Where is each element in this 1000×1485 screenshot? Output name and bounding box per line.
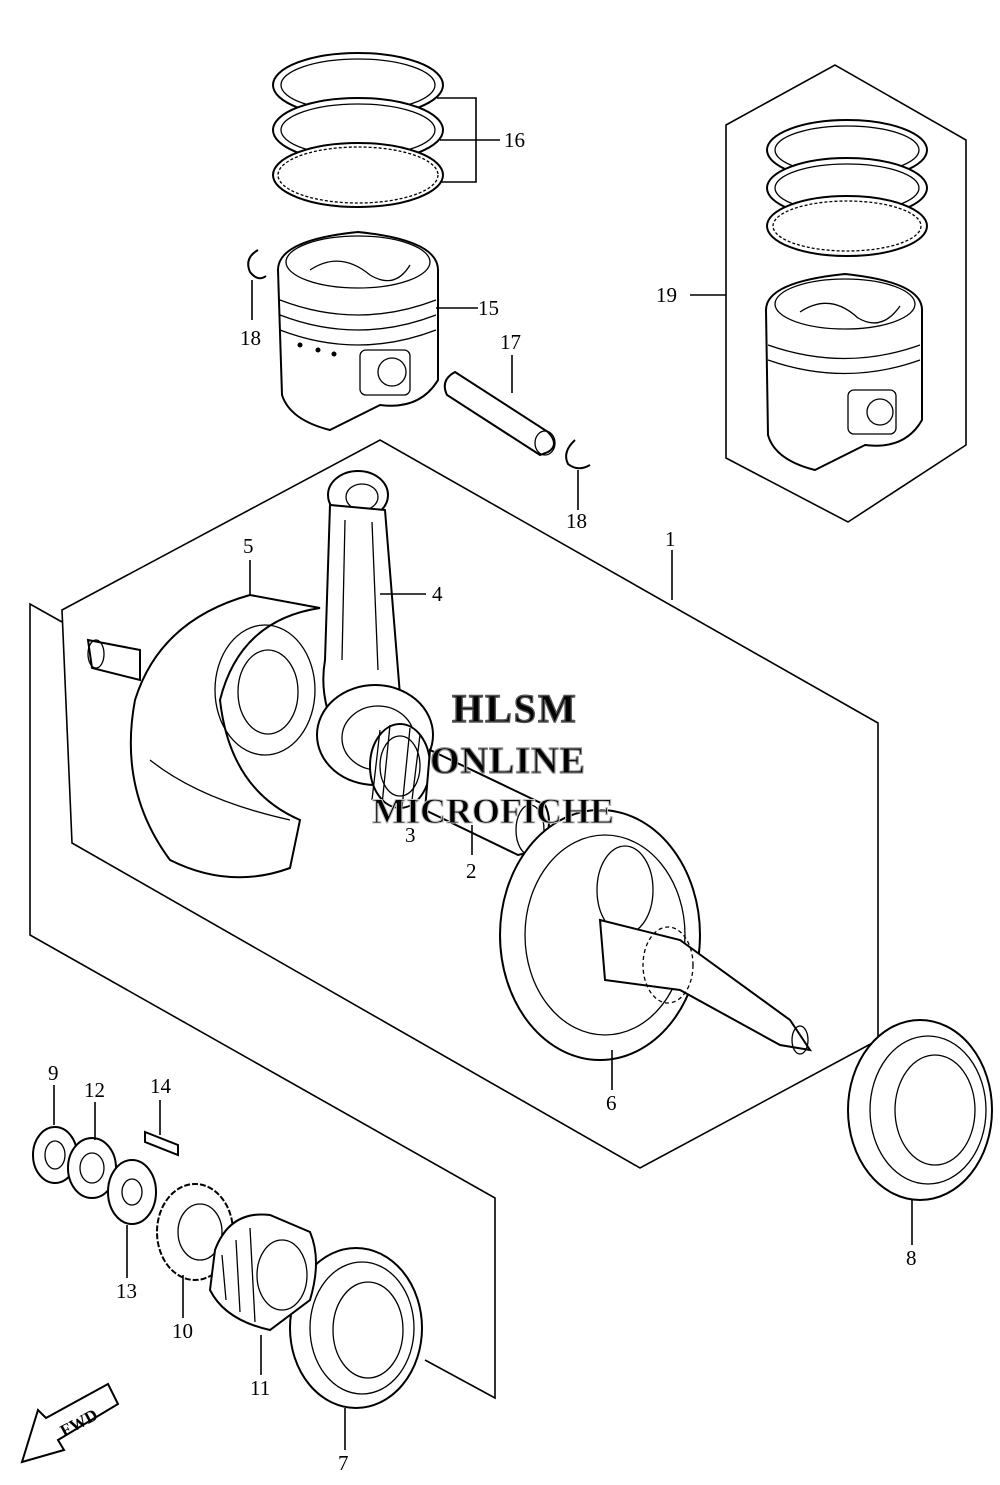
piston-pin <box>443 370 556 457</box>
callout-14: 14 <box>150 1074 172 1098</box>
callout-7: 7 <box>338 1451 349 1475</box>
circlip-left <box>247 249 267 280</box>
crank-web-right <box>499 809 813 1061</box>
watermark-line-2: ONLINE <box>430 740 586 782</box>
gear-large <box>208 1213 317 1332</box>
bearing-right <box>847 1019 993 1201</box>
watermark-line-1: HLSM <box>452 686 578 731</box>
callout-2: 2 <box>466 859 477 883</box>
callout-16: 16 <box>504 128 525 152</box>
callout-15: 15 <box>478 296 499 320</box>
callout-5: 5 <box>243 534 254 558</box>
piston-set <box>764 119 928 472</box>
callout-18-left: 18 <box>240 326 261 350</box>
bearing-left <box>289 1247 423 1409</box>
callout-18-right: 18 <box>566 509 587 533</box>
crank-web-left <box>86 593 321 879</box>
callout-8: 8 <box>906 1246 917 1270</box>
washer <box>107 1159 157 1225</box>
callout-19: 19 <box>656 283 677 307</box>
callout-9: 9 <box>48 1061 59 1085</box>
callout-12: 12 <box>84 1078 105 1102</box>
circlip-right <box>565 439 591 470</box>
callout-4: 4 <box>432 582 443 606</box>
callout-17: 17 <box>500 330 521 354</box>
fwd-arrow-icon: FWD <box>20 1382 120 1464</box>
watermark-line-3: MICROFICHE <box>372 791 614 831</box>
callout-10: 10 <box>172 1319 193 1343</box>
piston-rings <box>272 52 444 208</box>
crank-pin-bearing <box>369 723 431 809</box>
callout-13: 13 <box>116 1279 137 1303</box>
callout-1: 1 <box>665 527 676 551</box>
key <box>144 1130 179 1157</box>
callout-6: 6 <box>606 1091 617 1115</box>
callout-11: 11 <box>250 1376 270 1400</box>
piston-set-outline <box>725 64 967 523</box>
gear-set-outline <box>29 602 496 1400</box>
callout-3: 3 <box>405 823 416 847</box>
piston <box>276 230 439 432</box>
